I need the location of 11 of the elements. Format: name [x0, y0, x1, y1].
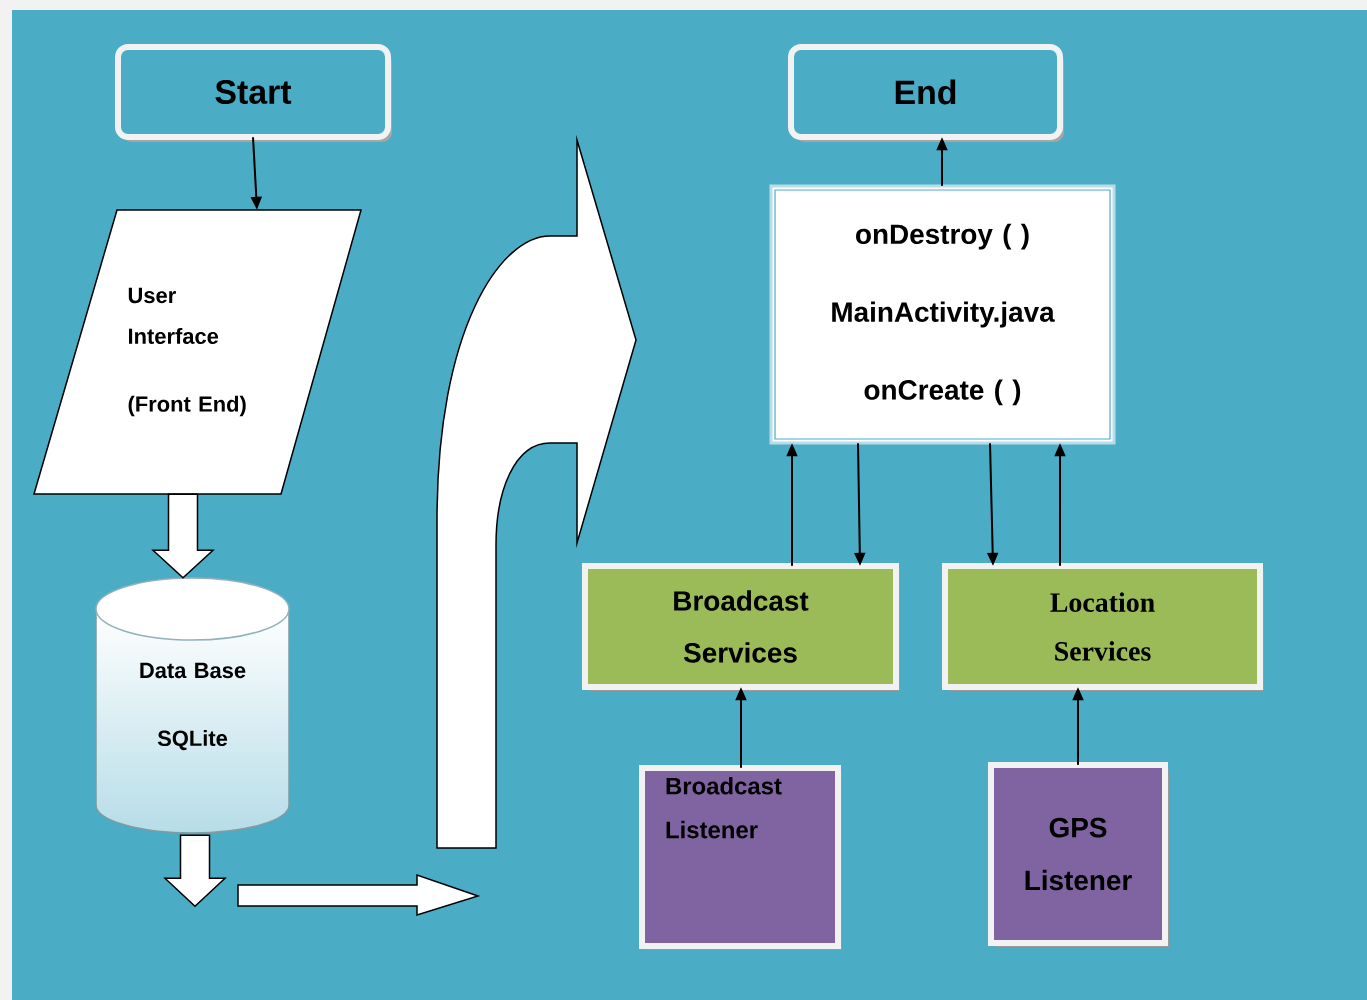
service-box: Location Services [942, 563, 1264, 691]
terminal-box: Start [115, 44, 392, 142]
activity-box: onDestroy ( ) MainActivity.java onCreate ( ) [769, 184, 1116, 445]
input-parallelogram: User Interface (Front End) [33, 209, 362, 495]
terminal-box: End [788, 44, 1064, 142]
service-box: Broadcast Services [582, 563, 900, 691]
listener-box: Broadcast Listener [639, 765, 842, 950]
database-cylinder: Data Base SQLite [95, 577, 290, 834]
block-arrow [151, 493, 215, 579]
listener-box: GPS Listener [988, 762, 1169, 947]
block-arrow [163, 834, 227, 908]
